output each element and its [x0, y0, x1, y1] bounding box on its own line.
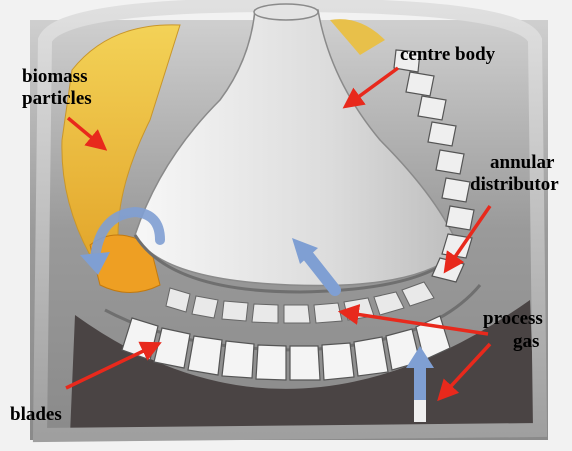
label-biomass-line2: particles — [22, 88, 92, 109]
inlet-flow-tail — [414, 400, 426, 422]
label-blades: blades — [10, 404, 62, 425]
cone-top — [254, 4, 318, 20]
label-annular-line1: annular — [490, 152, 554, 173]
label-biomass-line1: biomass — [22, 66, 87, 87]
label-annular-line2: distributor — [470, 174, 559, 195]
label-process-line1: process — [483, 308, 543, 329]
label-centre-body: centre body — [400, 44, 495, 65]
label-process-line2: gas — [513, 331, 539, 352]
